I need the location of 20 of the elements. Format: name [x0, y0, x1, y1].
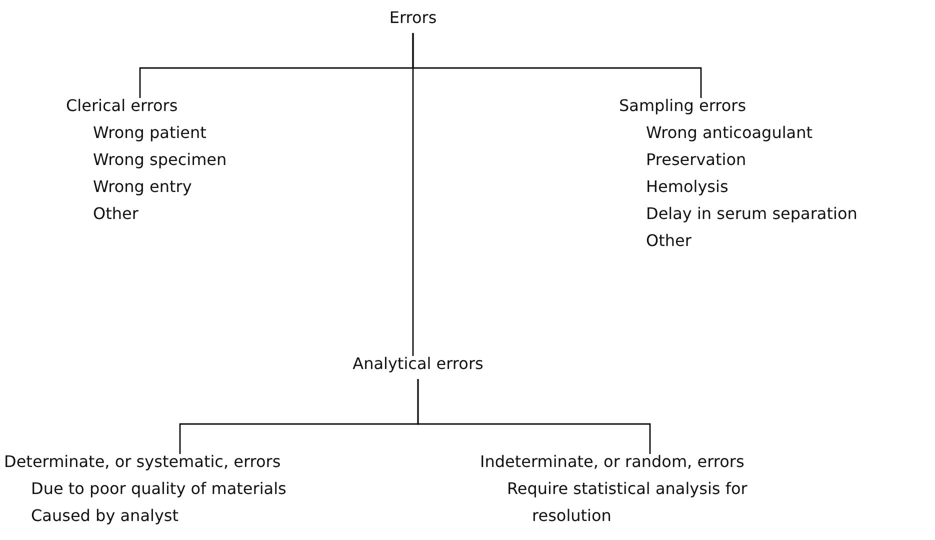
category-item: Preservation [645, 149, 748, 171]
category-item: Require statistical analysis for resolution [506, 478, 748, 527]
category-item: Wrong specimen [92, 149, 228, 171]
category-heading: Analytical errors [352, 353, 484, 375]
category-heading: Indeterminate, or random, errors [480, 451, 744, 473]
category-heading: Sampling errors [619, 95, 746, 117]
category-item: Delay in serum separation [645, 203, 858, 225]
tree-connector [412, 33, 414, 356]
category-item: Hemolysis [645, 176, 730, 198]
category-item: Wrong entry [92, 176, 193, 198]
category-item: Wrong patient [92, 122, 208, 144]
category-item: Caused by analyst [30, 505, 180, 527]
category-item: Other [92, 203, 140, 225]
category-heading: Clerical errors [66, 95, 178, 117]
category-heading: Errors [388, 7, 438, 29]
tree-connector [417, 379, 651, 454]
category-item: Other [645, 230, 692, 252]
category-heading: Determinate, or systematic, errors [4, 451, 281, 473]
category-item: Due to poor quality of materials [30, 478, 288, 500]
category-item: Wrong anticoagulant [645, 122, 814, 144]
